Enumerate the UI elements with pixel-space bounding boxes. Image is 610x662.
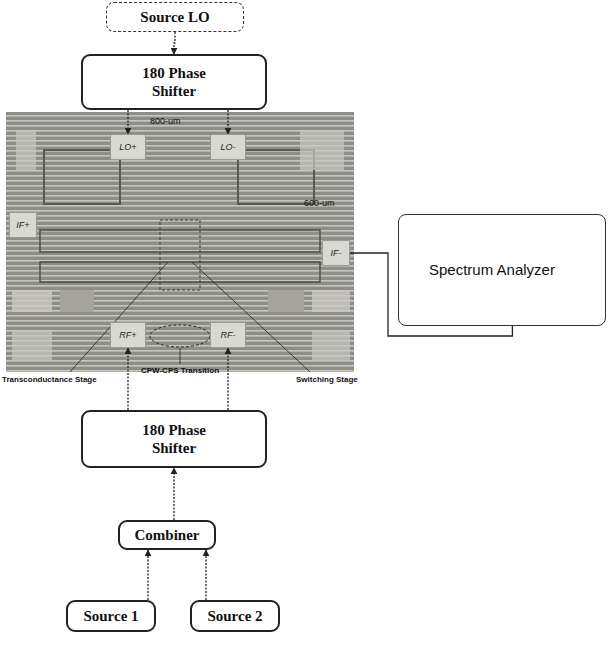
connector [205, 550, 206, 600]
node-text: IF- [331, 248, 342, 258]
dimension-label: 800-um [150, 116, 181, 126]
chip-pad: RF+ [110, 322, 146, 348]
node-text: 180 Phase Shifter [123, 64, 225, 100]
node-text: Source 1 [83, 607, 138, 625]
chip-pad: LO+ [110, 134, 146, 160]
chip-pad: RF- [210, 322, 246, 348]
source-box: Source LO [106, 2, 244, 32]
node-text: LO- [220, 142, 235, 152]
node-text: LO+ [119, 142, 136, 152]
phase-shifter-box: 180 Phase Shifter [81, 410, 267, 468]
instrument-box: Spectrum Analyzer [398, 214, 606, 326]
node-text: RF- [221, 330, 236, 340]
dimension-label: 600-um [304, 198, 335, 208]
node-text: 180 Phase Shifter [123, 421, 225, 457]
connector [227, 348, 228, 410]
connector [227, 110, 228, 134]
source-box: Source 2 [190, 600, 280, 632]
connector [127, 348, 128, 410]
chip-pad: IF+ [9, 212, 37, 238]
source-box: Source 1 [66, 600, 156, 632]
chip-pad: IF- [322, 240, 350, 266]
connector [127, 110, 128, 134]
node-text: Combiner [135, 526, 200, 544]
callout-label: Switching Stage [296, 375, 358, 384]
node-text: Source LO [140, 8, 209, 26]
callout-label: CPW-CPS Transition [141, 366, 219, 375]
combiner-box: Combiner [118, 520, 216, 550]
node-text: Spectrum Analyzer [429, 261, 555, 279]
chip-pad: LO- [210, 134, 246, 160]
callout-label: Transconductance Stage [2, 375, 97, 384]
connector [147, 550, 148, 600]
node-text: RF+ [119, 330, 136, 340]
phase-shifter-box: 180 Phase Shifter [81, 54, 267, 110]
connector [174, 32, 175, 54]
node-text: Source 2 [207, 607, 262, 625]
connector [173, 468, 174, 520]
node-text: IF+ [16, 220, 29, 230]
